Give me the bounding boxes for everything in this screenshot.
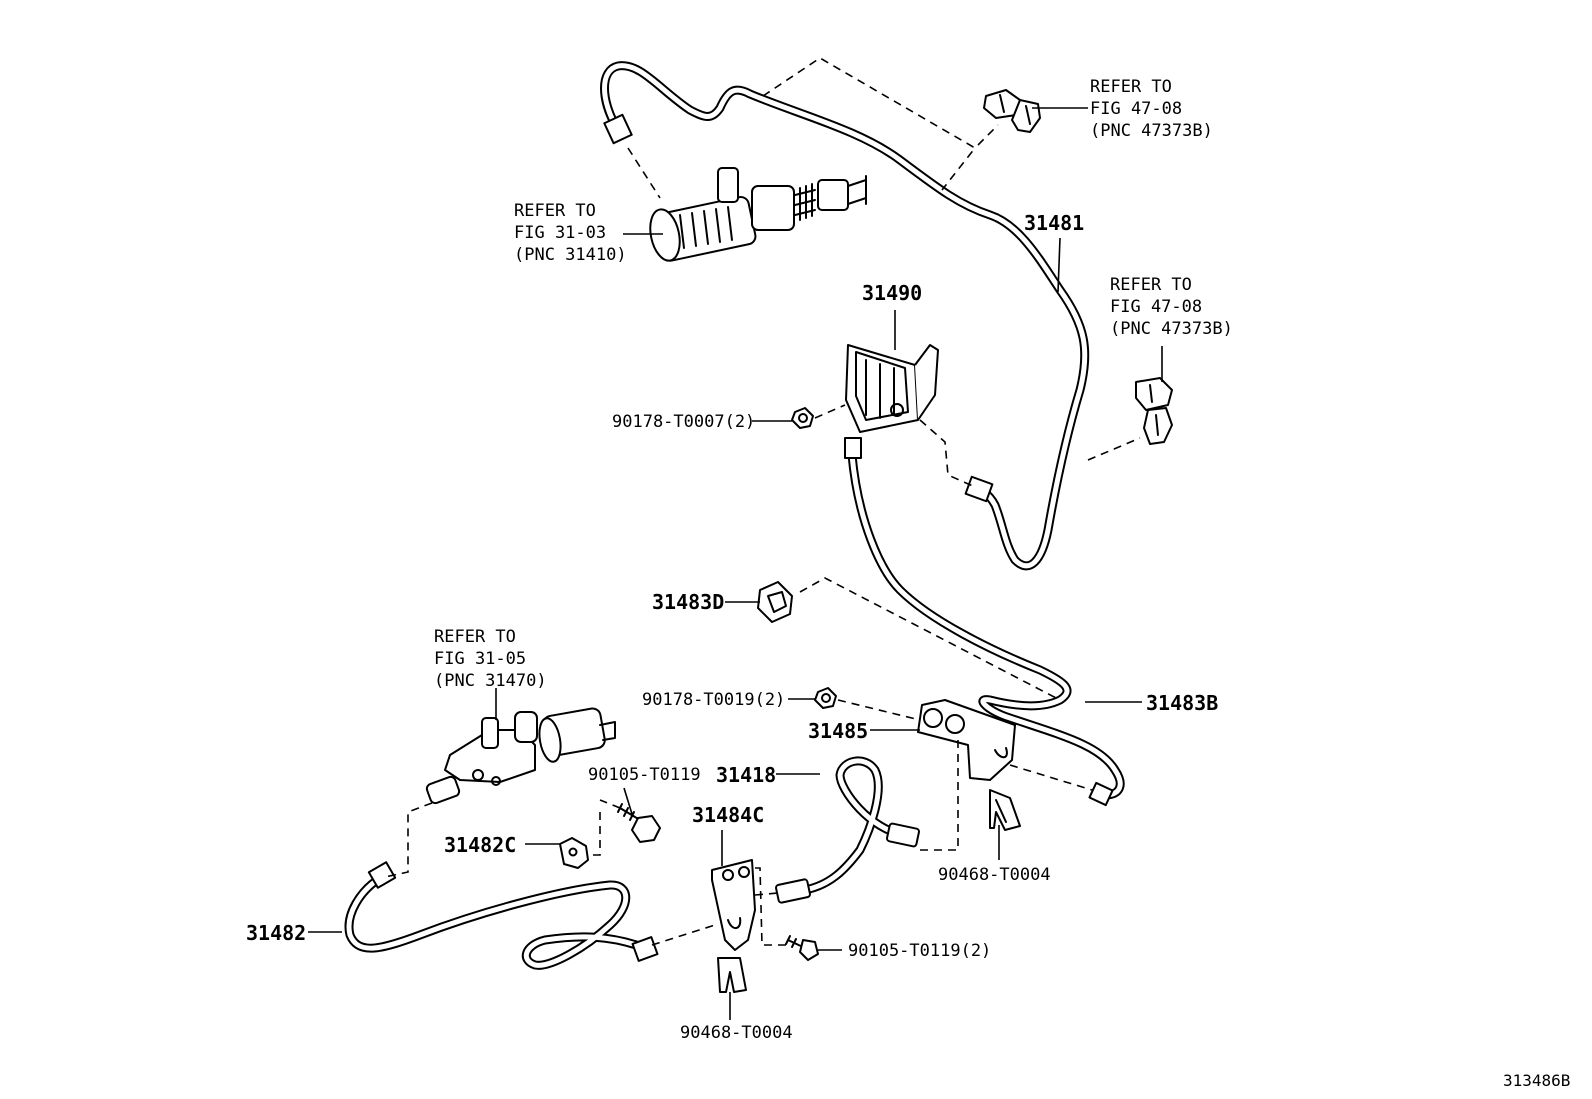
ref-line: FIG 47-08 (1090, 99, 1182, 119)
bracket-31484c (711, 859, 756, 951)
part-label-31485: 31485 (808, 719, 868, 743)
part-label-90105-t0119-2: 90105-T0119(2) (848, 941, 991, 961)
bracket-31490 (845, 344, 939, 433)
release-cylinder (425, 707, 616, 805)
part-label-31481: 31481 (1024, 211, 1084, 235)
reference-clamp-top: REFER TO FIG 47-08 (PNC 47373B) (1090, 77, 1213, 141)
ref-line: REFER TO (434, 627, 516, 647)
part-label-31482: 31482 (246, 921, 306, 945)
dashed-guides (384, 57, 1141, 946)
part-label-31483b: 31483B (1146, 691, 1218, 715)
pipe-31481 (600, 61, 1090, 571)
ref-line: REFER TO (1110, 275, 1192, 295)
part-label-31418: 31418 (716, 763, 776, 787)
part-label-90178-t0007: 90178-T0007(2) (612, 412, 755, 432)
pipe-31483b (844, 437, 1125, 807)
nut-90178-t0019 (814, 687, 837, 709)
reference-clamp-right: REFER TO FIG 47-08 (PNC 47373B) (1110, 275, 1233, 339)
ref-line: (PNC 31410) (514, 245, 627, 265)
master-cylinder (649, 167, 867, 262)
clamp-31483d (757, 581, 793, 623)
clip-90468-t0004-bottom (717, 957, 747, 993)
reference-release-cylinder: REFER TO FIG 31-05 (PNC 31470) (434, 627, 547, 691)
ref-line: FIG 31-03 (514, 223, 606, 243)
ref-line: (PNC 47373B) (1110, 319, 1233, 339)
part-label-90468-t0004-bottom: 90468-T0004 (680, 1023, 793, 1043)
part-label-90105-t0119: 90105-T0119 (588, 765, 701, 785)
clamp-top (983, 89, 1041, 133)
ref-line: FIG 47-08 (1110, 297, 1202, 317)
ref-line: REFER TO (1090, 77, 1172, 97)
bolt-90105-t0119-2 (785, 935, 819, 961)
figure-id: 313486B (1503, 1071, 1570, 1090)
part-label-90468-t0004-right: 90468-T0004 (938, 865, 1051, 885)
part-label-31483d: 31483D (652, 590, 724, 614)
reference-master-cylinder: REFER TO FIG 31-03 (PNC 31410) (514, 201, 627, 265)
ref-line: FIG 31-05 (434, 649, 526, 669)
bracket-31482c (559, 837, 589, 869)
bracket-31485 (917, 699, 1016, 781)
pipe-31482 (344, 861, 659, 970)
part-label-90178-t0019: 90178-T0019(2) (642, 690, 785, 710)
ref-line: (PNC 47373B) (1090, 121, 1213, 141)
part-label-31482c: 31482C (444, 833, 516, 857)
part-label-31484c: 31484C (692, 803, 764, 827)
bolt-90105-t0119 (617, 803, 661, 843)
hose-31418 (775, 756, 920, 904)
leader-lines (308, 107, 1163, 1020)
part-label-31490: 31490 (862, 281, 922, 305)
nut-90178-t0007 (791, 407, 814, 429)
clamp-right (1135, 377, 1173, 445)
ref-line: (PNC 31470) (434, 671, 547, 691)
ref-line: REFER TO (514, 201, 596, 221)
clip-90468-t0004-right (989, 789, 1021, 831)
